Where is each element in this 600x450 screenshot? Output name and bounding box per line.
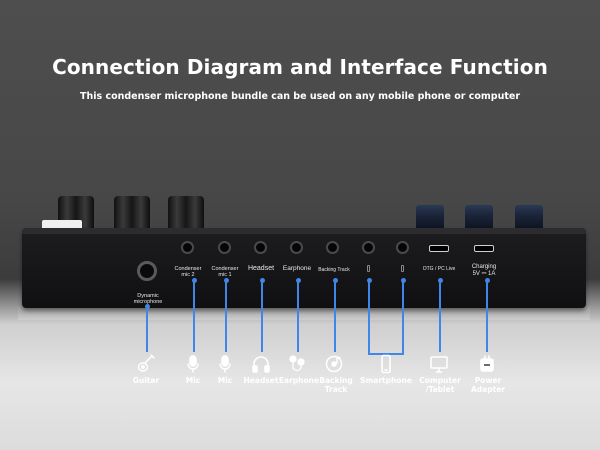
- charging-usb-port: [474, 245, 494, 252]
- power-connector-line: [486, 280, 488, 352]
- guitar-connector-line: [146, 306, 148, 352]
- music-disc-icon: [324, 354, 344, 374]
- knob-cap: [42, 220, 82, 230]
- fader-button: [515, 205, 543, 231]
- volume-knob: [114, 196, 150, 232]
- microphone-icon: [215, 354, 235, 374]
- smartphone-indicator-icon: [401, 265, 404, 272]
- fader-button: [416, 205, 444, 231]
- earphone-port-label: Earphone: [282, 265, 312, 272]
- smartphone-connector-bridge: [368, 353, 404, 355]
- backing-track-connector-line: [334, 280, 336, 352]
- fader-button: [465, 205, 493, 231]
- device-label-mic-2: Mic: [185, 376, 201, 385]
- headset-connector-line: [261, 280, 263, 352]
- dynamic-mic-port-label: Dynamic microphone: [133, 293, 163, 305]
- headset-port-label: Headset: [247, 265, 275, 272]
- monitor-icon: [429, 354, 449, 374]
- headphones-icon: [251, 354, 271, 374]
- dynamic-mic-port: [137, 261, 157, 281]
- device-reflection: [18, 306, 590, 320]
- device-label-smartphone: Smartphone: [360, 376, 412, 385]
- headset-port: [254, 241, 267, 254]
- volume-knob: [168, 196, 204, 232]
- mic-2-connector-line: [193, 280, 195, 352]
- device-label-computer: Computer /Tablet: [419, 376, 461, 394]
- page-title: Connection Diagram and Interface Functio…: [52, 55, 548, 79]
- guitar-icon: [136, 354, 156, 374]
- smartphone-indicator-icon: [367, 265, 370, 272]
- earphone-connector-line: [297, 280, 299, 352]
- device-label-guitar: Guitar: [132, 376, 160, 385]
- microphone-icon: [183, 354, 203, 374]
- condenser-mic-2-label: Condenser mic 2: [174, 266, 202, 278]
- device-label-headset: Headset: [243, 376, 279, 385]
- sound-card-device: [22, 228, 586, 308]
- backing-track-port: [326, 241, 339, 254]
- condenser-mic-2-port: [181, 241, 194, 254]
- condenser-mic-1-port: [218, 241, 231, 254]
- device-label-power-adapter: Power Adapter: [471, 376, 505, 394]
- smartphone-port-1: [362, 241, 375, 254]
- power-adapter-icon: [477, 354, 497, 374]
- mic-1-connector-line: [225, 280, 227, 352]
- device-label-mic-1: Mic: [217, 376, 233, 385]
- device-top-edge: [22, 228, 586, 234]
- smartphone-icon: [376, 354, 396, 374]
- smartphone-port-2: [396, 241, 409, 254]
- otg-usb-port: [429, 245, 449, 252]
- device-label-earphone: Earphone: [278, 376, 320, 385]
- device-label-backing-track: Backing Track: [319, 376, 353, 394]
- computer-connector-line: [439, 280, 441, 352]
- otg-port-label: OTG / PC Live: [422, 266, 456, 272]
- charging-port-label: Charging 5V ⎓ 1A: [471, 264, 497, 277]
- condenser-mic-1-label: Condenser mic 1: [211, 266, 239, 278]
- smartphone-connector-line-right: [402, 280, 404, 355]
- earphone-port: [290, 241, 303, 254]
- earphones-icon: [287, 354, 307, 374]
- page-subtitle: This condenser microphone bundle can be …: [79, 91, 521, 102]
- backing-track-port-label: Backing Track: [318, 267, 350, 273]
- smartphone-connector-line-left: [368, 280, 370, 355]
